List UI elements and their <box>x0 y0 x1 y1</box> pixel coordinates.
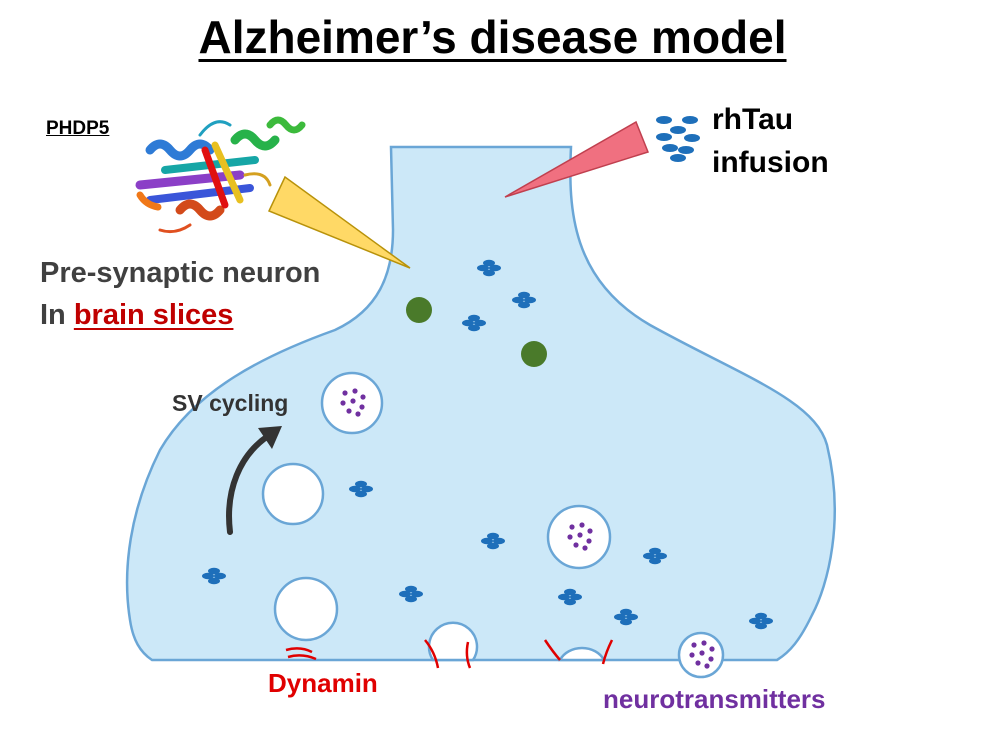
infusion-label: infusion <box>712 146 829 179</box>
brain-slices-label: In brain slices <box>40 299 233 332</box>
brain-slices-highlight: brain slices <box>73 299 234 331</box>
sv-cycling-label: SV cycling <box>172 390 289 416</box>
tau-cluster-icon <box>656 116 700 162</box>
rhtau-label: rhTau <box>712 103 794 136</box>
dynamin-rings <box>285 639 614 669</box>
presynaptic-neuron-label: Pre-synaptic neuron <box>40 257 321 289</box>
page-title: Alzheimer’s disease model <box>198 11 787 63</box>
fusing-vesicle <box>427 621 479 662</box>
in-prefix: In <box>40 299 66 331</box>
green-dot <box>521 341 547 367</box>
curved-arrow-icon <box>226 426 282 535</box>
fusing-vesicle <box>557 646 607 662</box>
green-dot <box>406 297 432 323</box>
protein-structure-icon <box>135 116 306 234</box>
vesicle-empty <box>273 576 339 642</box>
pipette-icon <box>267 175 411 269</box>
phdp5-label: PHDP5 <box>46 118 110 139</box>
pipette-icon <box>504 120 649 198</box>
dynamin-label: Dynamin <box>268 668 378 698</box>
neurotransmitters-label: neurotransmitters <box>603 684 826 714</box>
vesicle-empty <box>261 462 325 526</box>
presynaptic-terminal <box>125 145 836 662</box>
